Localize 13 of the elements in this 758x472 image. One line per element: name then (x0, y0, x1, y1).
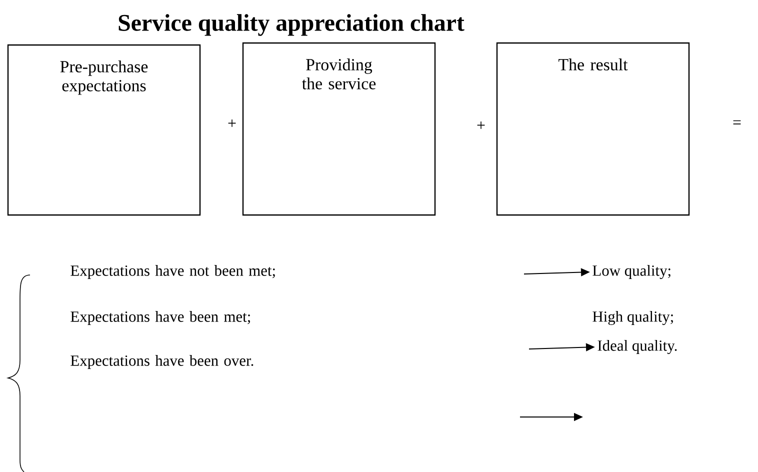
statement-text: Expectations have been over. (70, 354, 254, 369)
statement-text: Expectations have been met; (70, 310, 250, 325)
operator-sign: = (733, 120, 741, 124)
statement-text: Expectations have not been met; (70, 264, 275, 279)
quality-text: Ideal quality. (598, 340, 677, 354)
process-box: Providing the service (242, 42, 436, 216)
operator-sign: + (477, 122, 485, 129)
title: Service quality appreciation chart (118, 14, 464, 36)
process-box: The result (496, 42, 690, 216)
operator-sign: + (228, 120, 236, 127)
quality-text: Low quality; (592, 264, 670, 279)
process-box: Pre-purchase expectations (7, 44, 201, 216)
quality-text: High quality; (592, 310, 673, 325)
